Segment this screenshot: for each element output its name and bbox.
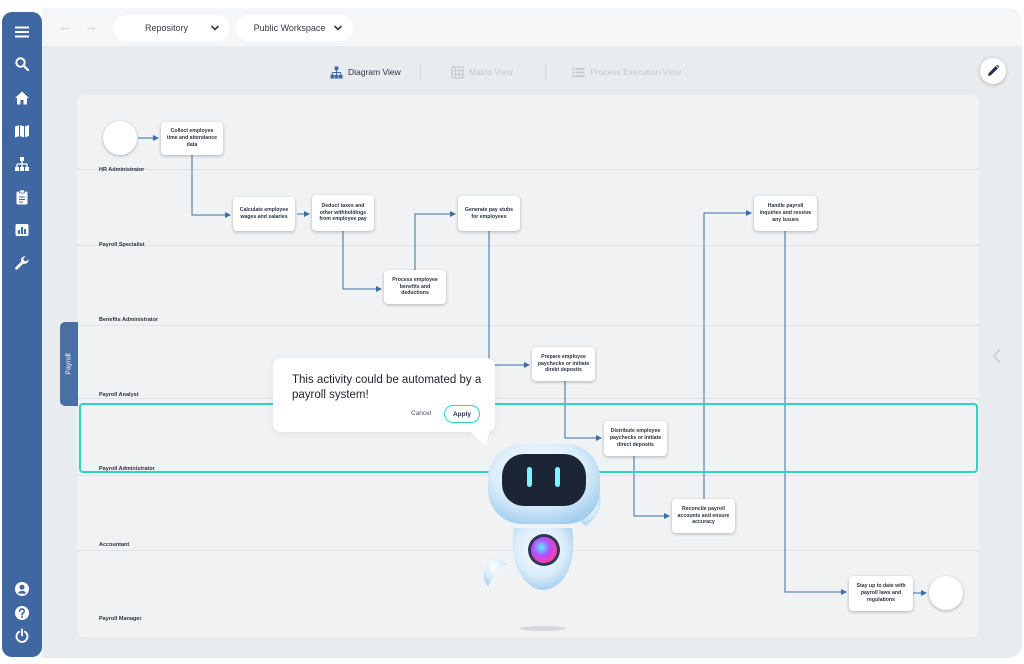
user-icon[interactable] [10,577,34,601]
apply-button[interactable]: Apply [444,405,480,423]
divider [420,64,421,80]
edit-button[interactable] [980,58,1006,84]
task-process-benefits[interactable]: Process employee benefits and deductions [384,270,446,304]
lane-label-benefits-administrator: Benefits Administrator [99,317,159,323]
tab-label: Process Execution View [590,67,682,77]
tab-label: Diagram View [348,67,401,77]
lane-label-hr-administrator: HR Administrator [99,167,145,173]
task-prepare-paychecks[interactable]: Prepare employee paychecks or initiate d… [532,347,595,381]
lane-divider [77,169,979,170]
flow-arrow [784,231,847,595]
tab-diagram-view[interactable]: Diagram View [330,64,401,80]
search-icon[interactable] [10,52,34,76]
end-event[interactable] [929,576,963,610]
flow-arrow [414,211,456,270]
chevron-down-icon [333,25,343,31]
forward-arrow-icon[interactable]: → [84,18,98,34]
task-calculate-wages[interactable]: Calculate employee wages and salaries [233,197,295,231]
repository-dropdown[interactable]: Repository [113,15,230,41]
task-generate-pay-stubs[interactable]: Generate pay stubs for employees [458,196,520,231]
lane-label-payroll-administrator: Payroll Administrator [99,466,155,472]
lane-label-payroll-specialist: Payroll Specialist [99,242,145,248]
workspace-dropdown[interactable]: Public Workspace [236,15,353,41]
flow-arrow [342,231,382,292]
task-collect-time-data[interactable]: Collect employee time and attendance dat… [161,122,223,155]
lane-divider [77,245,979,246]
robot-assistant-icon [483,444,601,590]
clipboard-icon[interactable] [10,185,34,209]
cancel-button[interactable]: Cancel [411,410,432,417]
flow-arrow [488,231,530,368]
sidebar [2,12,42,657]
menu-icon[interactable] [10,20,34,44]
lane-label-accountant: Accountant [99,542,130,548]
task-reconcile-accounts[interactable]: Reconcile payroll accounts and ensure ac… [672,499,735,533]
task-handle-inquiries[interactable]: Handle payroll inquiries and ressive any… [754,196,817,231]
lane-divider [77,398,979,399]
wrench-icon[interactable] [10,251,34,275]
flow-arrow [633,456,670,519]
task-stay-up-to-date[interactable]: Stay up to date with payroll laws and re… [849,576,913,611]
divider [545,64,546,80]
tab-matrix-view[interactable]: Matrix View [451,64,513,80]
chevron-left-icon[interactable] [991,347,1003,365]
lane-label-payroll-analyst: Payroll Analyst [99,392,139,398]
task-deduct-taxes[interactable]: Deduct taxes and other withholdings from… [312,195,374,231]
lane-label-payroll-manager: Payroll Manager [99,616,142,622]
pool-tab-label: Payroll [65,353,73,375]
list-icon [572,67,585,77]
power-icon[interactable] [10,624,34,648]
help-icon[interactable] [10,601,34,625]
robot-shadow [520,626,566,631]
tab-process-execution-view[interactable]: Process Execution View [572,64,681,80]
workspace-label: Public Workspace [253,23,326,33]
lane-divider [77,325,979,326]
report-icon[interactable] [10,218,34,242]
start-event[interactable] [103,121,137,155]
task-distribute-paychecks[interactable]: Distribute employee paychecks or initiat… [604,421,667,456]
suggestion-message: This activity could be automated by a pa… [292,374,482,401]
suggestion-bubble: This activity could be automated by a pa… [273,358,495,432]
map-icon[interactable] [10,119,34,143]
pencil-icon [988,64,1000,76]
repository-label: Repository [144,23,189,33]
tab-label: Matrix View [469,67,513,77]
home-icon[interactable] [10,86,34,110]
hierarchy-icon[interactable] [10,152,34,176]
pool-tab-payroll[interactable]: Payroll [60,322,78,406]
bubble-tail [466,428,490,446]
chevron-down-icon [210,25,220,31]
flow-arrow [191,155,231,218]
back-arrow-icon[interactable]: ← [58,18,72,34]
grid-icon [451,65,464,79]
flow-arrow [564,381,602,441]
hierarchy-icon [330,65,343,79]
